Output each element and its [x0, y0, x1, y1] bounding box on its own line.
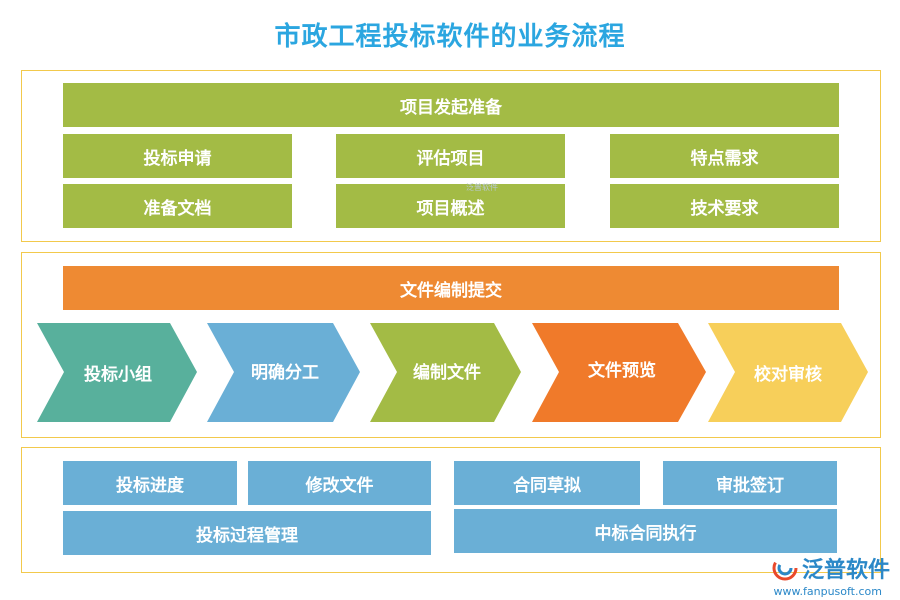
- item-bid-application: 投标申请: [63, 134, 292, 178]
- chevron-step-3: [370, 323, 521, 422]
- item-winning-contract-execution: 中标合同执行: [454, 509, 837, 553]
- item-feature-requirements: 特点需求: [610, 134, 839, 178]
- item-bid-progress: 投标进度: [63, 461, 237, 505]
- chevron-label-3: 编制文件: [413, 362, 481, 383]
- chevron-step-4: [532, 323, 706, 422]
- brand-logo: 泛普软件: [772, 552, 890, 584]
- item-prepare-documents: 准备文档: [63, 184, 292, 228]
- header-project-initiation: 项目发起准备: [63, 83, 839, 127]
- chevron-step-2: [207, 323, 360, 422]
- chevron-label-4: 文件预览: [588, 360, 656, 381]
- chevron-label-1: 投标小组: [84, 364, 152, 385]
- page-title: 市政工程投标软件的业务流程: [274, 22, 626, 52]
- brand-name: 泛普软件: [801, 558, 890, 583]
- header-document-preparation: 文件编制提交: [63, 266, 839, 310]
- item-project-overview: 项目概述: [336, 184, 565, 228]
- chevron-label-5: 校对审核: [754, 364, 822, 385]
- watermark-text: 泛普软件: [466, 183, 498, 192]
- chevron-step-1: [37, 323, 197, 422]
- brand-swirl-icon: [772, 555, 798, 581]
- item-modify-documents: 修改文件: [248, 461, 431, 505]
- item-approval-signing: 审批签订: [663, 461, 837, 505]
- item-contract-drafting: 合同草拟: [454, 461, 640, 505]
- item-evaluate-project: 评估项目: [336, 134, 565, 178]
- chevron-step-5: [708, 323, 868, 422]
- brand-url: www.fanpusoft.com: [773, 585, 882, 598]
- item-technical-requirements: 技术要求: [610, 184, 839, 228]
- chevron-label-2: 明确分工: [251, 362, 319, 383]
- item-bid-process-management: 投标过程管理: [63, 511, 431, 555]
